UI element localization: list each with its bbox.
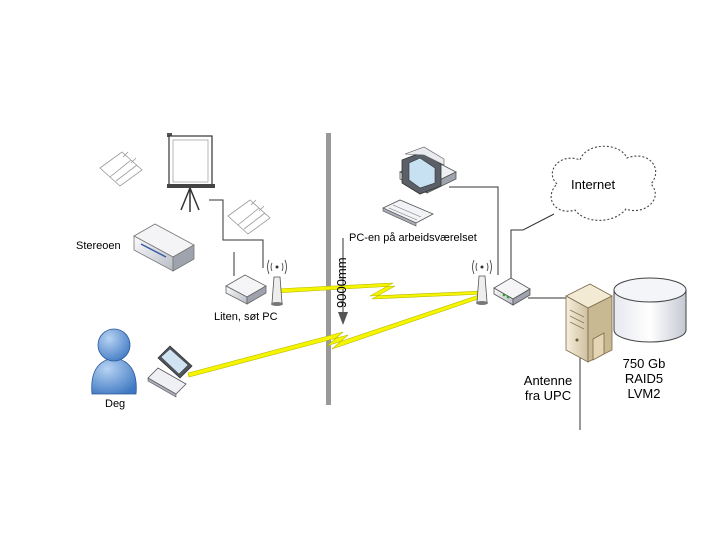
me-label: Deg bbox=[105, 398, 126, 410]
antenna-label: Antenne fra UPC bbox=[523, 373, 573, 403]
internet-cloud-icon bbox=[550, 145, 657, 221]
desktop-computer-icon bbox=[382, 146, 457, 227]
storage-label: 750 Gb RAID5 LVM2 bbox=[622, 356, 666, 401]
internet-label: Internet bbox=[571, 177, 616, 192]
work-pc-label: PC-en på arbeidsværelset bbox=[349, 232, 477, 244]
small-pc-label: Liten, søt PC bbox=[214, 311, 278, 323]
room-wall bbox=[326, 133, 331, 405]
user-person-icon bbox=[91, 328, 137, 395]
wifi-antenna-icon bbox=[267, 259, 492, 306]
speaker-icon bbox=[99, 151, 271, 235]
cable-internet bbox=[510, 213, 555, 278]
cable-screen bbox=[209, 199, 264, 268]
disk-storage-icon bbox=[613, 277, 687, 343]
stereo-receiver-icon bbox=[133, 223, 195, 272]
cable-desktop bbox=[449, 186, 499, 275]
projector-screen-icon bbox=[167, 133, 215, 212]
wireless-router-icon bbox=[493, 277, 531, 306]
server-tower-icon bbox=[565, 283, 613, 363]
wireless-link-upper bbox=[274, 282, 486, 300]
mini-pc-icon bbox=[225, 274, 267, 305]
distance-label: 9000mm bbox=[334, 257, 349, 308]
stereo-label: Stereoen bbox=[76, 240, 121, 252]
wireless-link-lower bbox=[187, 292, 488, 378]
laptop-icon bbox=[147, 345, 193, 398]
distance-arrow bbox=[338, 238, 348, 325]
